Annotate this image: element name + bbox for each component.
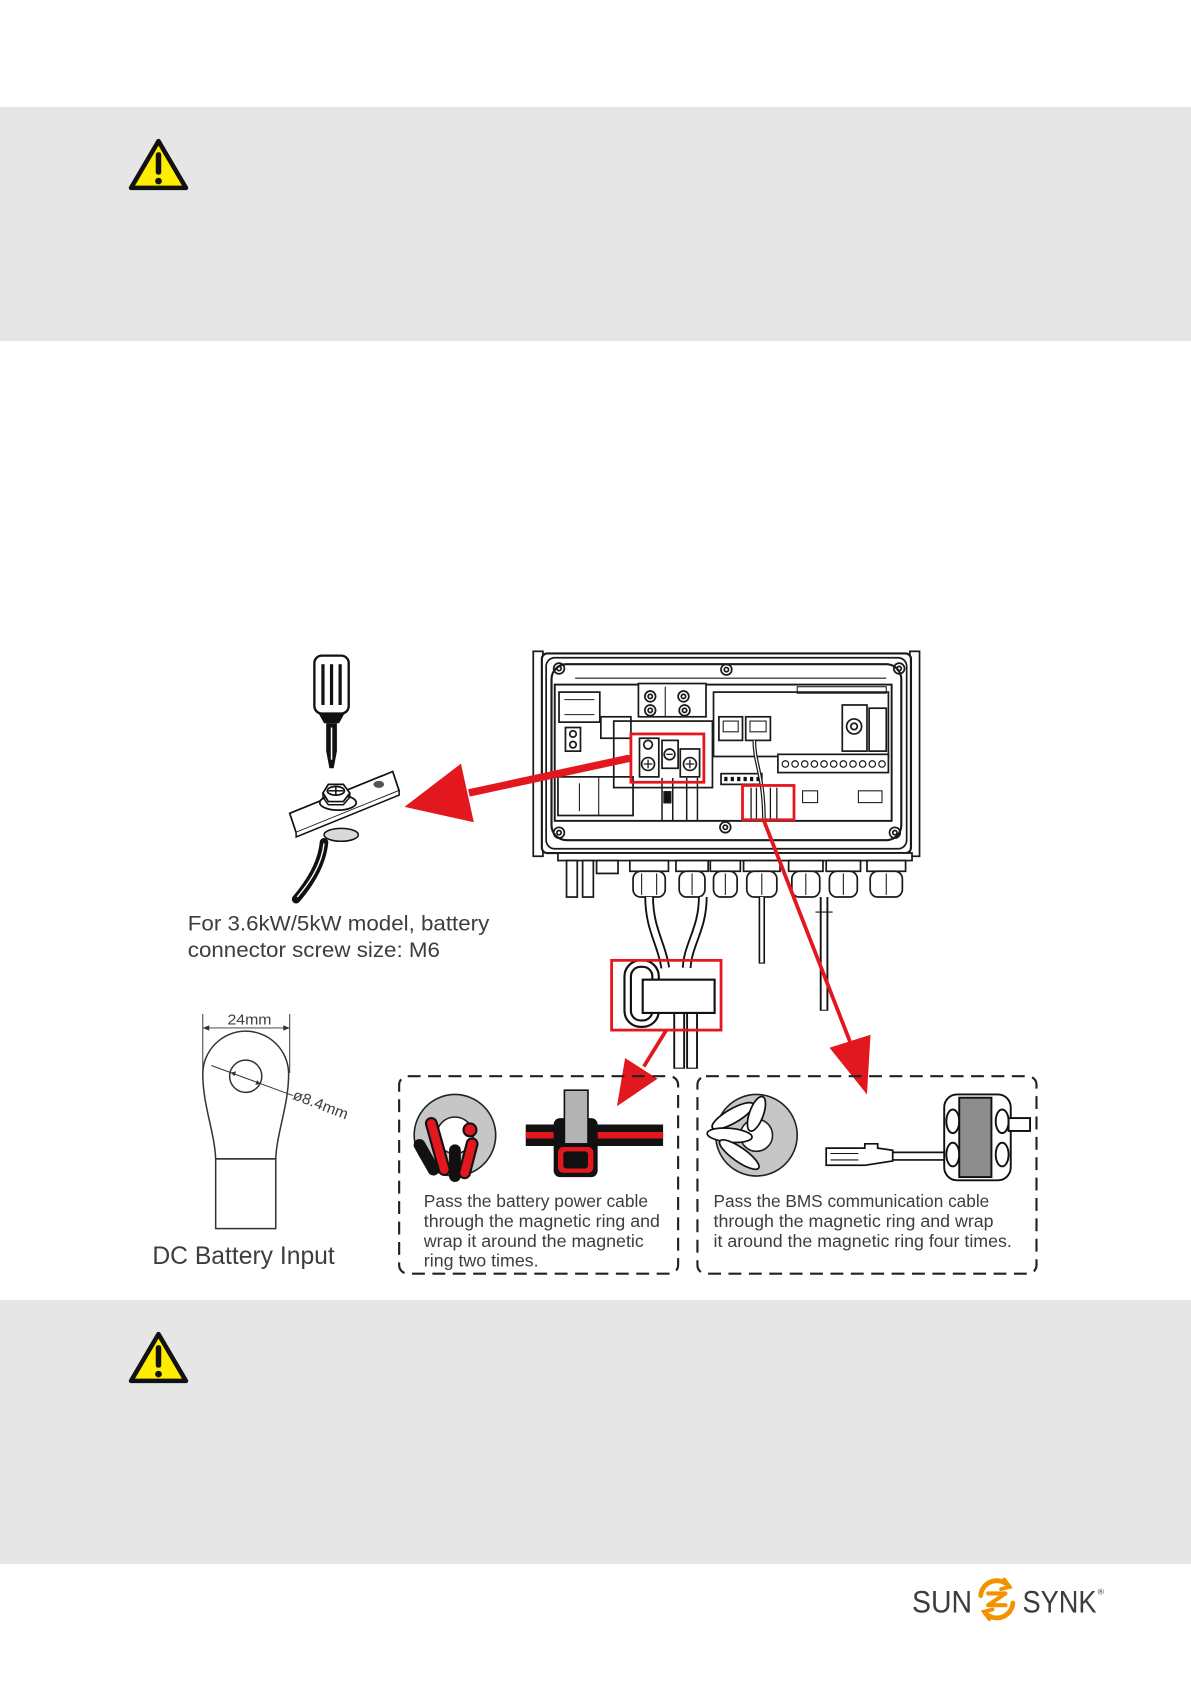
sunsynk-logo: SUN SYNK ®: [912, 1577, 1105, 1622]
logo-text-right: SYNK: [1023, 1585, 1097, 1620]
bolt-icon: [318, 783, 358, 811]
rj45-plug-icon: [825, 1142, 947, 1167]
battery-instruction-line-2: through the magnetic ring and: [424, 1211, 660, 1231]
warning-triangle-icon: [128, 138, 189, 191]
dc-battery-input-caption: DC Battery Input: [152, 1243, 335, 1270]
lid-screws: [552, 662, 906, 839]
battery-instruction-line-4: ring two times.: [424, 1251, 539, 1271]
warning-triangle-icon: [128, 1331, 189, 1384]
highlight-markers: [610, 732, 796, 1032]
logo-mark-icon: [978, 1577, 1016, 1622]
logo-registered-mark: ®: [1098, 1586, 1105, 1596]
battery-cable-detail-box: [398, 1075, 680, 1275]
inverter-wiring-compartment: [532, 650, 921, 898]
screw-size-note-line-2: connector screw size: M6: [188, 938, 440, 962]
bms-instruction-line-3: it around the magnetic ring four times.: [714, 1231, 1012, 1251]
arrow-to-battery-ring-detail: [616, 1029, 668, 1107]
battery-instruction-line-1: Pass the battery power cable: [424, 1191, 648, 1211]
ferrite-clamp-icon: [943, 1093, 1032, 1182]
ring-terminal-drawing: [202, 1013, 294, 1230]
screw-size-note-line-1: For 3.6kW/5kW model, battery: [188, 911, 490, 935]
magnetic-ring-on-battery-cable: [623, 959, 716, 1028]
bms-instruction-line-2: through the magnetic ring and wrap: [714, 1211, 994, 1231]
bms-magnetic-ring-icon: [706, 1093, 799, 1177]
cable-glands: [628, 859, 907, 898]
arrow-to-bms-ring-detail: [762, 820, 871, 1095]
terminal-hole-diameter-label: ø8.4mm: [290, 1087, 350, 1124]
bms-instruction-line-1: Pass the BMS communication cable: [714, 1191, 990, 1211]
battery-instruction-line-3: wrap it around the magnetic: [423, 1231, 644, 1251]
magnetic-ring-icon: [413, 1093, 497, 1182]
arrow-to-battery-terminal: [404, 754, 632, 823]
cable-clamp-icon: [525, 1089, 664, 1178]
warning-box-bottom: [0, 1300, 1191, 1564]
terminal-width-label: 24mm: [227, 1012, 271, 1029]
screwdriver-icon: [313, 654, 350, 769]
logo-text-left: SUN: [912, 1585, 972, 1620]
warning-box-top: [0, 107, 1191, 341]
